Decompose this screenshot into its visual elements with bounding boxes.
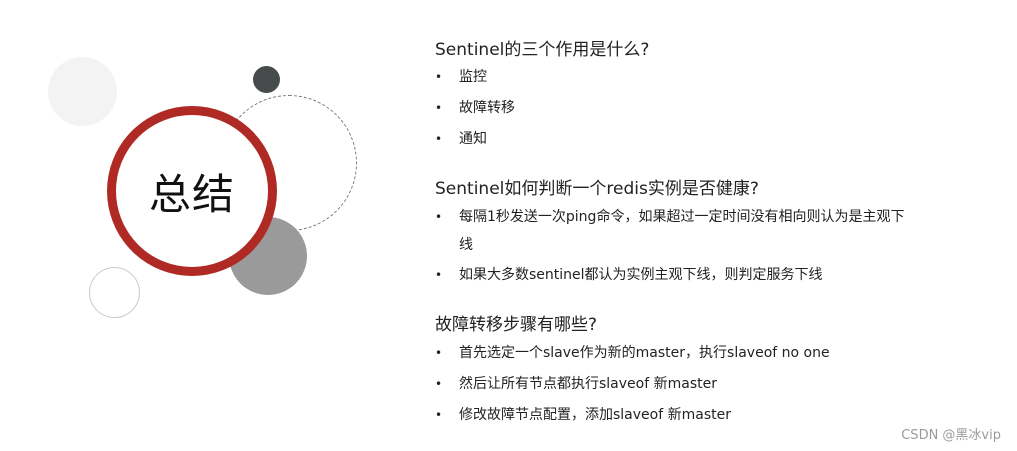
decoration-outline-circle bbox=[89, 267, 140, 318]
list-item-text: 通知 bbox=[459, 131, 487, 147]
summary-title: 总结 bbox=[148, 169, 235, 219]
bullet-icon: • bbox=[435, 101, 443, 115]
list-item-text: 然后让所有节点都执行slaveof 新master bbox=[459, 376, 717, 392]
bullet-icon: • bbox=[435, 268, 443, 282]
decoration-light-circle bbox=[48, 57, 117, 126]
list-item-text: 如果大多数sentinel都认为实例主观下线，则判定服务下线 bbox=[459, 267, 823, 283]
bullet-icon: • bbox=[435, 210, 443, 224]
list-item-text: 修改故障节点配置，添加slaveof 新master bbox=[459, 407, 731, 423]
bullet-icon: • bbox=[435, 70, 443, 84]
bullet-icon: • bbox=[435, 132, 443, 146]
bullet-icon: • bbox=[435, 346, 443, 360]
section-heading-health: Sentinel如何判断一个redis实例是否健康? bbox=[435, 179, 759, 199]
list-item-text: 监控 bbox=[459, 69, 487, 85]
decoration-dark-dot bbox=[253, 66, 280, 93]
section-heading-roles: Sentinel的三个作用是什么? bbox=[435, 40, 650, 60]
summary-ring: 总结 bbox=[107, 106, 277, 276]
bullet-icon: • bbox=[435, 408, 443, 422]
section-heading-failover: 故障转移步骤有哪些? bbox=[435, 315, 598, 335]
watermark: CSDN @黑冰vip bbox=[901, 428, 1001, 443]
list-item-text: 每隔1秒发送一次ping命令，如果超过一定时间没有相向则认为是主观下线 bbox=[459, 209, 905, 253]
list-item-text: 故障转移 bbox=[459, 100, 515, 116]
bullet-icon: • bbox=[435, 377, 443, 391]
list-item-text: 首先选定一个slave作为新的master，执行slaveof no one bbox=[459, 345, 830, 361]
